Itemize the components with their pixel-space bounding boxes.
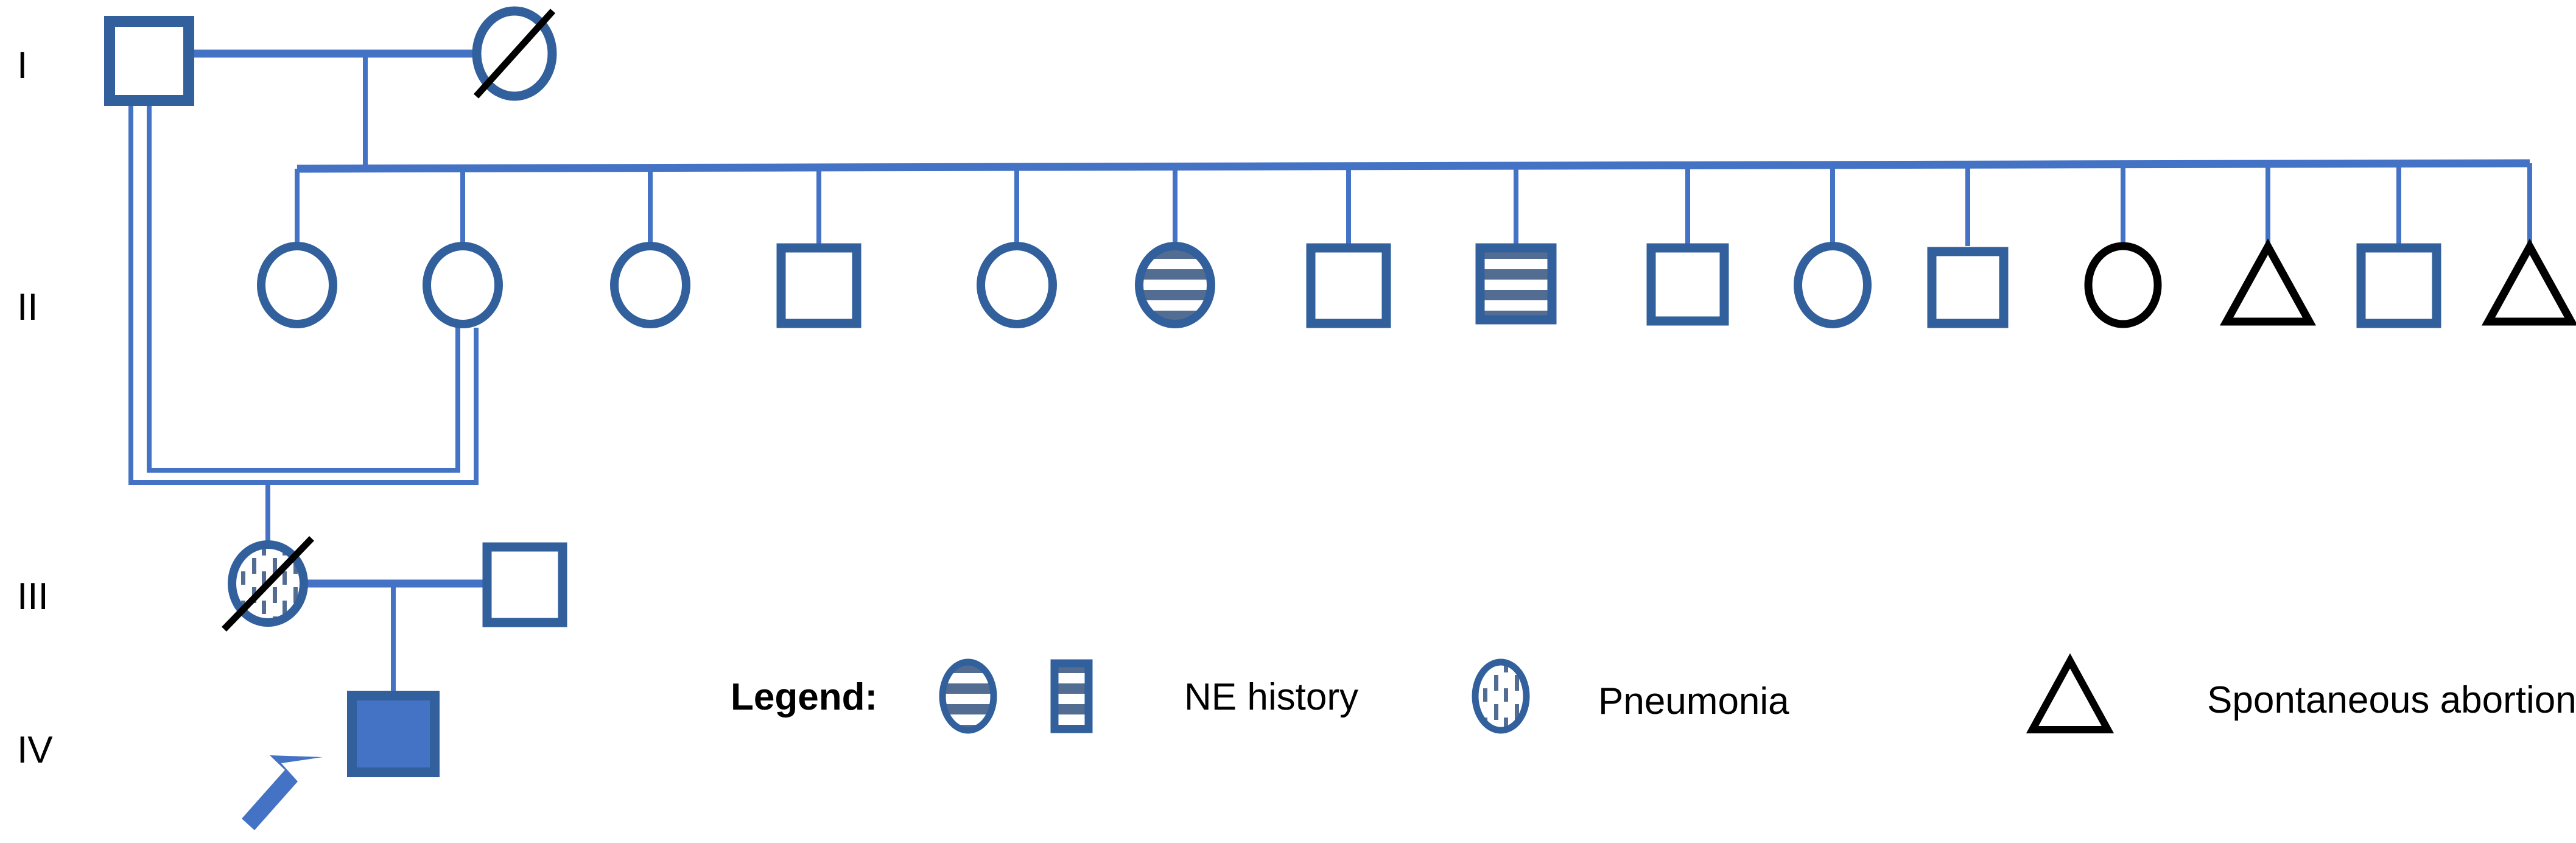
person-I-2[interactable] xyxy=(472,6,557,101)
legend-pneumonia-fill xyxy=(1475,662,1526,730)
person-II-4[interactable] xyxy=(776,243,862,328)
generation-label-ii: II xyxy=(17,286,38,328)
generation-label-iv: IV xyxy=(17,729,53,771)
consanguinity-outer-path xyxy=(128,102,479,485)
legend-label-pneumonia: Pneumonia xyxy=(1598,680,1789,722)
person-II-7[interactable] xyxy=(1306,243,1391,328)
person-IV-1-proband[interactable] xyxy=(347,691,440,777)
gen2-drop-lines xyxy=(295,163,2532,246)
person-II-12[interactable] xyxy=(2084,242,2162,328)
person-III-1[interactable] xyxy=(222,536,314,632)
legend-ne-square-outline xyxy=(1050,659,1093,733)
legend-label-ne-history: NE history xyxy=(1184,676,1358,718)
person-II-10[interactable] xyxy=(1794,242,1872,328)
generation-iv-members xyxy=(242,691,440,830)
consanguinity-inner-path xyxy=(147,102,460,473)
legend-item-spontaneous-abortion: Spontaneous abortion xyxy=(2026,653,2576,733)
legend-ne-square-fill xyxy=(1055,663,1089,729)
legend-item-ne-history: NE history xyxy=(939,658,1358,734)
generation-label-i: I xyxy=(17,44,27,86)
legend-spontaneous-abortion-triangle-icon xyxy=(2026,653,2114,733)
person-II-6-outline xyxy=(1135,242,1215,328)
legend-title: Legend: xyxy=(731,676,877,718)
person-II-5[interactable] xyxy=(977,242,1057,328)
generation-ii-members xyxy=(257,238,2576,328)
consanguinity-double-line xyxy=(128,102,479,485)
person-II-15[interactable] xyxy=(2481,238,2576,326)
deceased-slash-III-1 xyxy=(222,536,314,632)
legend-ne-history-circle-icon xyxy=(939,658,997,734)
person-III-2[interactable] xyxy=(482,542,567,627)
person-II-8-outline xyxy=(1475,243,1557,325)
legend-ne-history-square-icon xyxy=(1050,659,1093,733)
legend-pneumonia-circle-icon xyxy=(1472,658,1530,734)
generation-iii-members xyxy=(222,536,567,632)
sibship-line-gen2 xyxy=(297,159,2530,173)
generation-label-iii: III xyxy=(17,576,49,618)
person-II-8[interactable] xyxy=(1475,243,1557,325)
generation-i-members xyxy=(104,6,557,106)
person-II-2[interactable] xyxy=(423,242,503,328)
person-II-1[interactable] xyxy=(257,242,337,328)
legend-pneumonia-outline xyxy=(1472,658,1530,734)
legend: Legend: NE history Pneumoni xyxy=(731,653,2576,734)
legend-ne-circle-fill xyxy=(942,662,994,730)
person-I-1[interactable] xyxy=(104,16,194,106)
person-II-6[interactable] xyxy=(1135,242,1215,328)
legend-item-pneumonia: Pneumonia xyxy=(1472,658,1789,734)
person-II-13[interactable] xyxy=(2219,238,2317,326)
deceased-slash-I-2 xyxy=(473,9,556,99)
generation-labels: I II III IV xyxy=(17,44,53,771)
legend-ne-circle-outline xyxy=(939,658,997,734)
person-III-1-outline xyxy=(228,540,308,627)
proband-arrow-icon xyxy=(242,755,323,830)
person-II-9[interactable] xyxy=(1646,243,1729,326)
pedigree-connectors xyxy=(128,49,2532,696)
person-II-3[interactable] xyxy=(610,242,690,328)
person-II-6-fill xyxy=(1139,246,1211,324)
person-II-8-fill xyxy=(1480,248,1552,320)
person-II-14[interactable] xyxy=(2356,243,2441,328)
person-II-11[interactable] xyxy=(1927,247,2009,328)
legend-label-spontaneous-abortion: Spontaneous abortion xyxy=(2207,679,2576,721)
